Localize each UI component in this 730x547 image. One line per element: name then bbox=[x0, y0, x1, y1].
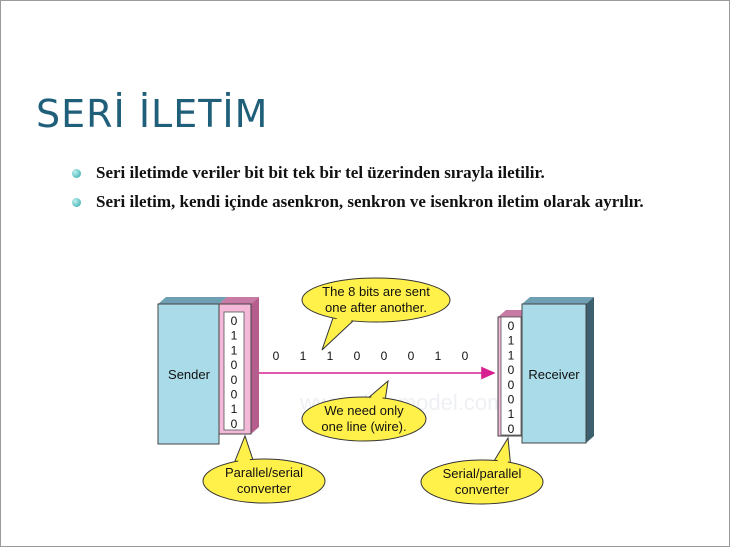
callout-parallel-serial-line2: converter bbox=[237, 481, 292, 496]
bullet-item: Seri iletimde veriler bit bit tek bir te… bbox=[72, 162, 652, 184]
bit-digit: 0 bbox=[231, 373, 238, 387]
bit-digit: 0 bbox=[462, 349, 469, 363]
callout-parallel-serial: Parallel/serial converter bbox=[202, 434, 326, 504]
bit-digit: 0 bbox=[231, 314, 238, 328]
bullet-text: Seri iletim, kendi içinde asenkron, senk… bbox=[96, 192, 644, 211]
bit-digit: 0 bbox=[231, 417, 238, 431]
callout-one-line-line1: We need only bbox=[324, 403, 404, 418]
bit-digit: 1 bbox=[508, 334, 515, 348]
callout-serial-parallel-line2: converter bbox=[455, 482, 510, 497]
callout-bits-sent-line1: The 8 bits are sent bbox=[322, 284, 430, 299]
bit-digit: 0 bbox=[231, 358, 238, 372]
bit-digit: 0 bbox=[354, 349, 361, 363]
receiver-label: Receiver bbox=[528, 367, 580, 382]
bit-digit: 1 bbox=[231, 343, 238, 357]
bit-digit: 0 bbox=[381, 349, 388, 363]
sender-label: Sender bbox=[168, 367, 211, 382]
bullet-item: Seri iletim, kendi içinde asenkron, senk… bbox=[72, 191, 652, 213]
callout-serial-parallel-line1: Serial/parallel bbox=[443, 466, 522, 481]
bit-digit: 1 bbox=[231, 329, 238, 343]
bit-digit: 1 bbox=[508, 348, 515, 362]
bit-digit: 1 bbox=[300, 349, 307, 363]
bit-digit: 0 bbox=[508, 393, 515, 407]
callout-bits-sent-line2: one after another. bbox=[325, 300, 427, 315]
bit-digit: 0 bbox=[508, 319, 515, 333]
callout-serial-parallel: Serial/parallel converter bbox=[420, 436, 544, 505]
bit-digit: 0 bbox=[508, 422, 515, 436]
callout-bits-sent: The 8 bits are sent one after another. bbox=[301, 277, 451, 351]
callout-parallel-serial-line1: Parallel/serial bbox=[225, 465, 303, 480]
slide-title: SERİ İLETİM bbox=[36, 92, 269, 136]
bit-digit: 1 bbox=[508, 407, 515, 421]
bullet-list: Seri iletimde veriler bit bit tek bir te… bbox=[72, 162, 652, 220]
receiver-device: Receiver bbox=[521, 297, 594, 444]
bit-digit: 0 bbox=[408, 349, 415, 363]
callout-one-line-line2: one line (wire). bbox=[321, 419, 406, 434]
bullet-icon bbox=[72, 198, 81, 207]
wire-bit-sequence: 0 1 1 0 0 0 1 0 bbox=[273, 349, 469, 363]
bit-digit: 1 bbox=[435, 349, 442, 363]
sender-device: Sender bbox=[157, 297, 227, 445]
bit-digit: 0 bbox=[508, 378, 515, 392]
bit-digit: 0 bbox=[231, 388, 238, 402]
bit-digit: 1 bbox=[231, 402, 238, 416]
bullet-text: Seri iletimde veriler bit bit tek bir te… bbox=[96, 163, 545, 182]
bit-digit: 0 bbox=[508, 363, 515, 377]
bit-digit: 1 bbox=[327, 349, 334, 363]
callout-one-line: We need only one line (wire). bbox=[301, 379, 427, 442]
bullet-icon bbox=[72, 169, 81, 178]
bit-digit: 0 bbox=[273, 349, 280, 363]
